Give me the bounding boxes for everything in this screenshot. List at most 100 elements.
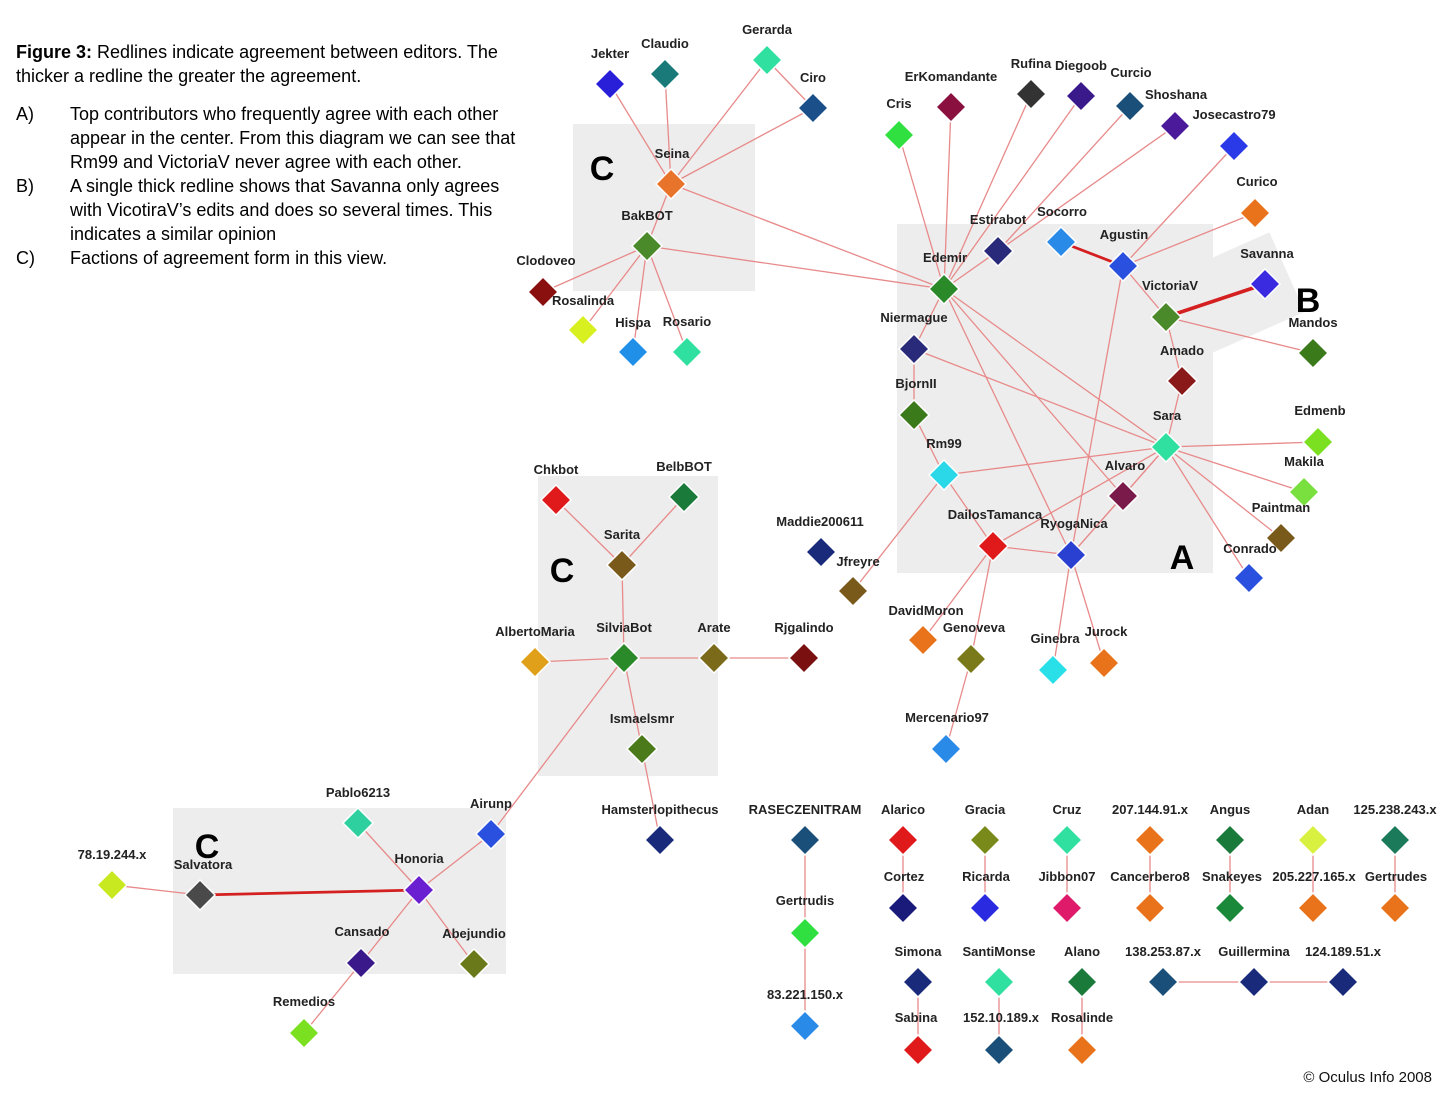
node-albertomaria[interactable]	[518, 645, 552, 679]
node-gertrudis[interactable]	[788, 916, 822, 950]
node-salvatora[interactable]	[183, 878, 217, 912]
node-agustin[interactable]	[1106, 249, 1140, 283]
node-niermague[interactable]	[897, 332, 931, 366]
node-rm99[interactable]	[927, 458, 961, 492]
node-angus[interactable]	[1213, 823, 1247, 857]
node-alarico[interactable]	[886, 823, 920, 857]
node-simona[interactable]	[901, 965, 935, 999]
node-label-raseczenitram: RASECZENITRAM	[749, 802, 862, 817]
node-jekter[interactable]	[593, 67, 627, 101]
node-ricarda[interactable]	[968, 891, 1002, 925]
node-rosario[interactable]	[670, 335, 704, 369]
node-raseczenitram[interactable]	[788, 823, 822, 857]
node-label-cansado: Cansado	[335, 924, 390, 939]
node-silviabot[interactable]	[607, 641, 641, 675]
node-mandos[interactable]	[1296, 336, 1330, 370]
node-205-227-165-x[interactable]	[1296, 891, 1330, 925]
edge-ryoganica-ginebra	[1052, 554, 1072, 671]
node-rufina[interactable]	[1014, 77, 1048, 111]
node-207-144-91-x[interactable]	[1133, 823, 1167, 857]
node-erkomandante[interactable]	[934, 90, 968, 124]
node-78-19-244-x[interactable]	[95, 868, 129, 902]
node-guillermina[interactable]	[1237, 965, 1271, 999]
edge-chkbot-sarita	[555, 499, 623, 566]
node-ciro[interactable]	[796, 91, 830, 125]
node-edmenb[interactable]	[1301, 425, 1335, 459]
node-davidmoron[interactable]	[906, 623, 940, 657]
node-83-221-150-x[interactable]	[788, 1009, 822, 1043]
node-curico[interactable]	[1238, 196, 1272, 230]
node-ginebra[interactable]	[1036, 653, 1070, 687]
node-cancerbero8[interactable]	[1133, 891, 1167, 925]
node-124-189-51-x[interactable]	[1326, 965, 1360, 999]
node-152-10-189-x[interactable]	[982, 1033, 1016, 1067]
node-chkbot[interactable]	[539, 483, 573, 517]
node-makila[interactable]	[1287, 475, 1321, 509]
node-jurock[interactable]	[1087, 646, 1121, 680]
node-socorro[interactable]	[1044, 225, 1078, 259]
node-hispa[interactable]	[616, 335, 650, 369]
node-remedios[interactable]	[287, 1016, 321, 1050]
node-alano[interactable]	[1065, 965, 1099, 999]
node-label-cris: Cris	[886, 96, 911, 111]
node-paintman[interactable]	[1264, 521, 1298, 555]
node-dailostamanca[interactable]	[976, 529, 1010, 563]
node-seina[interactable]	[654, 167, 688, 201]
node-gertrudes[interactable]	[1378, 891, 1412, 925]
node-victoriav[interactable]	[1149, 300, 1183, 334]
node-hamsterlopithecus[interactable]	[643, 823, 677, 857]
node-sarita[interactable]	[605, 548, 639, 582]
node-rosalinde[interactable]	[1065, 1033, 1099, 1067]
node-alvaro[interactable]	[1106, 479, 1140, 513]
node-clodoveo[interactable]	[526, 275, 560, 309]
node-jibbon07[interactable]	[1050, 891, 1084, 925]
node-jfreyre[interactable]	[836, 574, 870, 608]
node-ryoganica[interactable]	[1054, 538, 1088, 572]
node-genoveva[interactable]	[954, 642, 988, 676]
node-cris[interactable]	[882, 118, 916, 152]
node-honoria[interactable]	[402, 873, 436, 907]
node-sara[interactable]	[1149, 430, 1183, 464]
node-label-cancerbero8: Cancerbero8	[1110, 869, 1189, 884]
caption-key-c: C)	[16, 248, 35, 268]
node-125-238-243-x[interactable]	[1378, 823, 1412, 857]
node-bakbot[interactable]	[630, 229, 664, 263]
node-curcio[interactable]	[1113, 89, 1147, 123]
node-belbbot[interactable]	[667, 480, 701, 514]
node-bjornii[interactable]	[897, 398, 931, 432]
node-ismaelsmr[interactable]	[625, 732, 659, 766]
node-arate[interactable]	[697, 641, 731, 675]
node-cruz[interactable]	[1050, 823, 1084, 857]
node-snakeyes[interactable]	[1213, 891, 1247, 925]
node-amado[interactable]	[1165, 364, 1199, 398]
node-138-253-87-x[interactable]	[1146, 965, 1180, 999]
node-adan[interactable]	[1296, 823, 1330, 857]
node-santimonse[interactable]	[982, 965, 1016, 999]
node-airunp[interactable]	[474, 817, 508, 851]
node-pablo6213[interactable]	[341, 806, 375, 840]
node-estirabot[interactable]	[981, 234, 1015, 268]
node-cortez[interactable]	[886, 891, 920, 925]
node-conrado[interactable]	[1232, 561, 1266, 595]
node-abejundio[interactable]	[457, 947, 491, 981]
node-maddie200611[interactable]	[804, 535, 838, 569]
node-rosalinda[interactable]	[566, 313, 600, 347]
node-label-hamsterlopithecus: Hamsterlopithecus	[601, 802, 718, 817]
node-claudio[interactable]	[648, 57, 682, 91]
node-gracia[interactable]	[968, 823, 1002, 857]
node-mercenario97[interactable]	[929, 732, 963, 766]
node-josecastro79[interactable]	[1217, 129, 1251, 163]
node-rjgalindo[interactable]	[787, 641, 821, 675]
node-cansado[interactable]	[344, 946, 378, 980]
node-diegoob[interactable]	[1064, 79, 1098, 113]
node-label-jibbon07: Jibbon07	[1038, 869, 1095, 884]
node-label-ciro: Ciro	[800, 70, 826, 85]
node-shoshana[interactable]	[1158, 109, 1192, 143]
node-label-sara: Sara	[1153, 408, 1182, 423]
node-savanna[interactable]	[1248, 267, 1282, 301]
node-sabina[interactable]	[901, 1033, 935, 1067]
node-label-maddie200611: Maddie200611	[776, 514, 863, 529]
node-gerarda[interactable]	[750, 43, 784, 77]
node-edemir[interactable]	[927, 272, 961, 306]
edge-erkomandante-edemir	[943, 106, 952, 290]
